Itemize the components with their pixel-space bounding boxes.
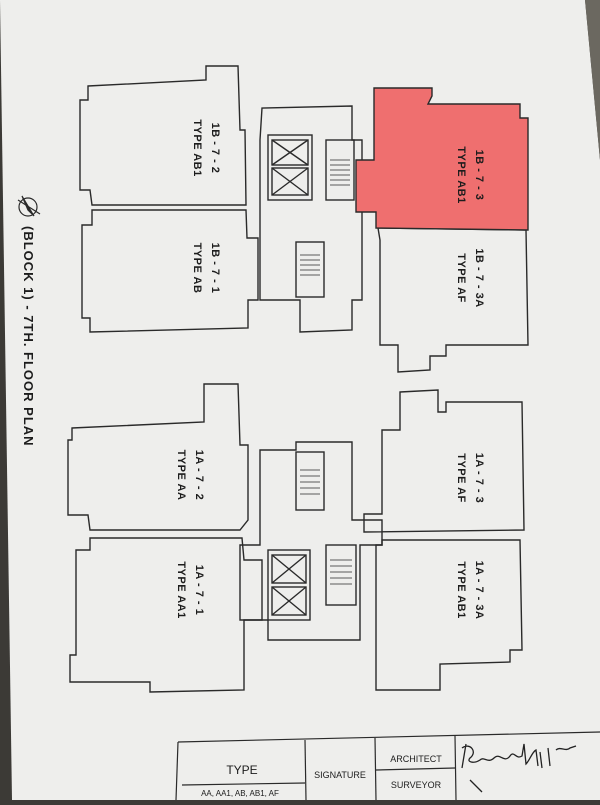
handwritten-signature [461, 743, 577, 793]
stair-4 [325, 544, 357, 606]
title-block [175, 731, 600, 801]
unit-highlight-1b-7-3 [355, 87, 529, 231]
unit-outline-1a-7-2 [67, 383, 249, 531]
unit-id-1b-7-2: 1B - 7 - 2 [209, 123, 221, 174]
lift-shaft-1 [267, 134, 313, 201]
core-upper [259, 105, 363, 333]
unit-outline-1b-7-2 [79, 65, 247, 206]
stair-1 [325, 139, 355, 201]
type-value: AA, AA1, AB, AB1, AF [201, 789, 279, 798]
unit-type-1a-7-3: TYPE AF [455, 453, 467, 503]
unit-id-1b-7-3a: 1B - 7 - 3A [473, 248, 485, 307]
unit-outline-1a-7-1 [69, 537, 263, 693]
lift-shaft-2 [267, 549, 311, 621]
unit-id-1a-7-3: 1A - 7 - 3 [473, 453, 485, 503]
unit-id-1b-7-1: 1B - 7 - 1 [209, 243, 221, 294]
unit-id-1a-7-2: 1A - 7 - 2 [193, 450, 205, 500]
unit-type-1a-7-3a: TYPE AB1 [455, 561, 467, 618]
unit-type-1b-7-3: TYPE AB1 [455, 146, 467, 203]
unit-type-1a-7-2: TYPE AA [175, 450, 187, 501]
unit-id-1b-7-3: 1B - 7 - 3 [473, 150, 485, 201]
unit-type-1b-7-1: TYPE AB [191, 243, 203, 294]
stair-3 [295, 451, 325, 511]
unit-id-1a-7-3a: 1A - 7 - 3A [473, 561, 485, 620]
unit-id-1a-7-1: 1A - 7 - 1 [193, 565, 205, 615]
unit-type-1b-7-3a: TYPE AF [455, 253, 467, 303]
signature-label: SIGNATURE [314, 770, 366, 780]
unit-type-1a-7-1: TYPE AA1 [175, 561, 187, 618]
unit-outline-1b-7-3a [377, 227, 529, 373]
stair-2 [295, 241, 325, 298]
core-lower [239, 441, 383, 641]
unit-outline-1b-7-1 [81, 209, 259, 333]
type-header: TYPE [226, 763, 257, 777]
architect-label: ARCHITECT [390, 754, 442, 764]
surveyor-label: SURVEYOR [391, 780, 442, 790]
unit-outline-1a-7-3 [363, 389, 525, 533]
north-arrow-icon [17, 195, 41, 217]
plan-title: (BLOCK 1) - 7TH. FLOOR PLAN [21, 226, 36, 447]
unit-type-1b-7-2: TYPE AB1 [191, 119, 203, 176]
unit-outline-1a-7-3a [375, 539, 523, 691]
